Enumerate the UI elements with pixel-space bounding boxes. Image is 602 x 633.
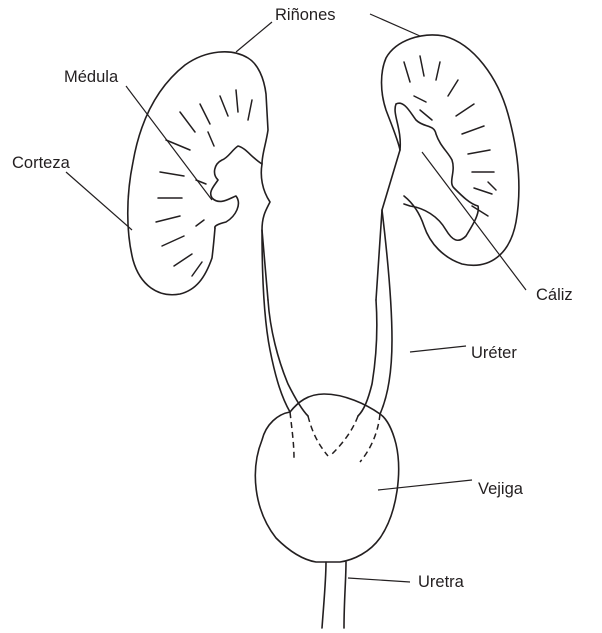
- leader-cortex: [66, 172, 132, 230]
- ureters: [262, 210, 392, 416]
- left-ureter-intramural-1: [290, 412, 294, 458]
- urethra-left-wall: [322, 562, 326, 628]
- left-ureter-intramural-2: [308, 416, 328, 456]
- leader-lines: [66, 14, 526, 582]
- left-kidney-hilum: [211, 146, 262, 228]
- leader-kidneys-right: [370, 14, 420, 36]
- leader-medulla: [126, 86, 212, 200]
- label-bladder: Vejiga: [478, 480, 524, 498]
- label-medulla: Médula: [64, 68, 119, 86]
- left-kidney: [128, 52, 270, 300]
- left-kidney-striations: [156, 90, 252, 276]
- leader-ureter: [410, 346, 466, 352]
- leader-urethra: [348, 578, 410, 582]
- label-calyx: Cáliz: [536, 286, 573, 304]
- right-kidney-outline: [376, 35, 519, 300]
- left-ureter-outer: [262, 230, 290, 412]
- right-ureter-inner: [380, 210, 392, 414]
- right-ureter-intramural-2: [360, 414, 380, 462]
- right-kidney: [376, 35, 519, 300]
- urethra-right-wall: [344, 562, 346, 628]
- left-kidney-outline: [128, 52, 270, 300]
- label-ureter: Uréter: [471, 344, 517, 362]
- bladder-outline: [255, 394, 398, 562]
- right-kidney-striations: [404, 56, 496, 216]
- left-ureter-inner: [268, 300, 308, 416]
- leader-kidneys-left: [236, 22, 272, 52]
- right-ureter-intramural-1: [332, 416, 358, 454]
- leader-bladder: [378, 480, 472, 490]
- right-ureter-outer: [358, 300, 377, 416]
- labels: Riñones Médula Corteza Cáliz Uréter Veji…: [12, 6, 573, 591]
- urethra: [322, 562, 346, 628]
- label-cortex: Corteza: [12, 154, 71, 172]
- label-kidneys: Riñones: [275, 6, 336, 24]
- label-urethra: Uretra: [418, 573, 465, 591]
- bladder: [255, 394, 398, 562]
